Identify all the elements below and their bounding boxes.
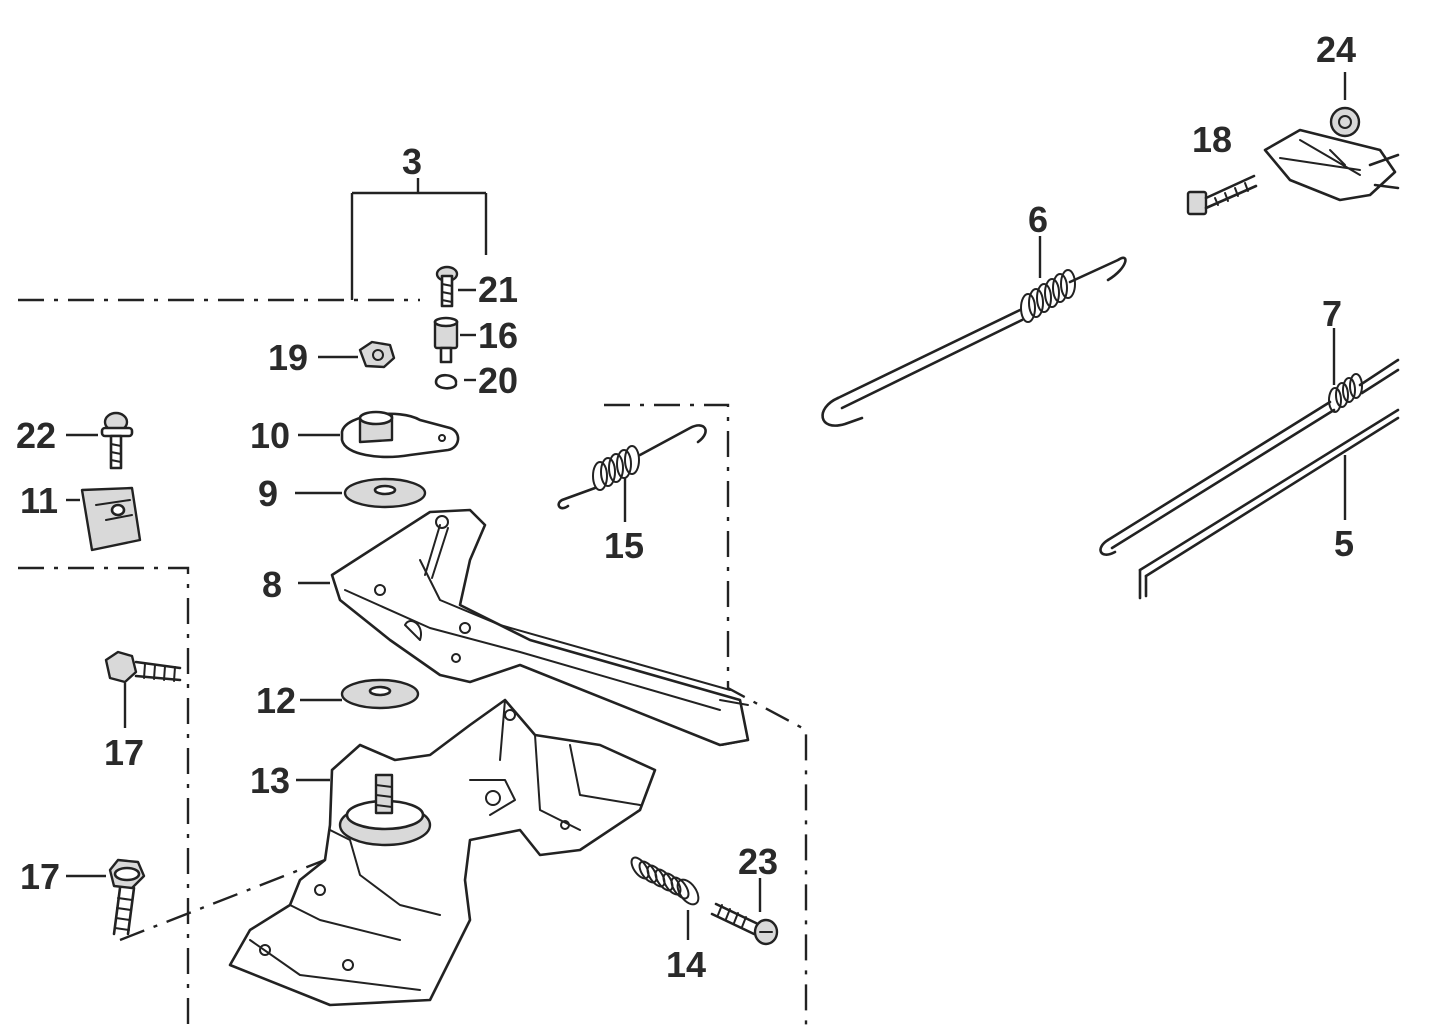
part-9-washer — [295, 477, 427, 509]
callout-19: 19 — [268, 337, 308, 378]
callout-3: 3 — [402, 141, 422, 182]
callout-22: 22 — [16, 415, 56, 456]
callout-20: 20 — [478, 360, 518, 401]
callout-12: 12 — [256, 680, 296, 721]
part-11-clip-nut — [66, 486, 142, 552]
callout-23: 23 — [738, 841, 778, 882]
part-15-spring — [557, 424, 707, 522]
part-21-bolt — [435, 265, 476, 308]
callout-17a: 17 — [104, 732, 144, 773]
callout-6: 6 — [1028, 199, 1048, 240]
part-10-lever — [298, 410, 460, 459]
callout-17b: 17 — [20, 856, 60, 897]
callout-16: 16 — [478, 315, 518, 356]
part-8-control-plate — [298, 508, 750, 747]
callout-14: 14 — [666, 944, 706, 985]
callout-13: 13 — [250, 760, 290, 801]
part-19-nut — [318, 340, 396, 369]
callout-9: 9 — [258, 473, 278, 514]
part-20-clip — [434, 373, 476, 390]
part-22-bolt — [66, 411, 134, 470]
assembly-bracket — [350, 178, 488, 300]
part-24-nut — [1329, 72, 1361, 138]
part-6-spring-rod — [821, 236, 1127, 427]
part-14-spring — [630, 856, 700, 940]
callout-18: 18 — [1192, 119, 1232, 160]
part-16-collar — [433, 316, 476, 364]
callout-21: 21 — [478, 269, 518, 310]
cable-clamp — [1263, 128, 1400, 202]
part-23-screw — [710, 878, 779, 946]
part-17-bolt-lower — [66, 858, 146, 936]
part-12-washer — [300, 678, 420, 710]
part-7-spring-rod — [1099, 328, 1400, 556]
part-17-bolt-upper — [104, 650, 182, 728]
part-18-bolt — [1186, 174, 1258, 216]
callout-labels: 3 24 18 6 7 5 21 16 20 19 22 11 10 9 15 … — [16, 29, 1356, 985]
part-13-base-bracket — [228, 698, 657, 1007]
callout-8: 8 — [262, 564, 282, 605]
part-5-rod — [1138, 408, 1400, 600]
callout-11: 11 — [20, 480, 58, 521]
callout-15: 15 — [604, 525, 644, 566]
callout-10: 10 — [250, 415, 290, 456]
callout-7: 7 — [1322, 293, 1342, 334]
boundary-lines — [18, 298, 808, 1030]
callout-24: 24 — [1316, 29, 1356, 70]
callout-5: 5 — [1334, 523, 1354, 564]
